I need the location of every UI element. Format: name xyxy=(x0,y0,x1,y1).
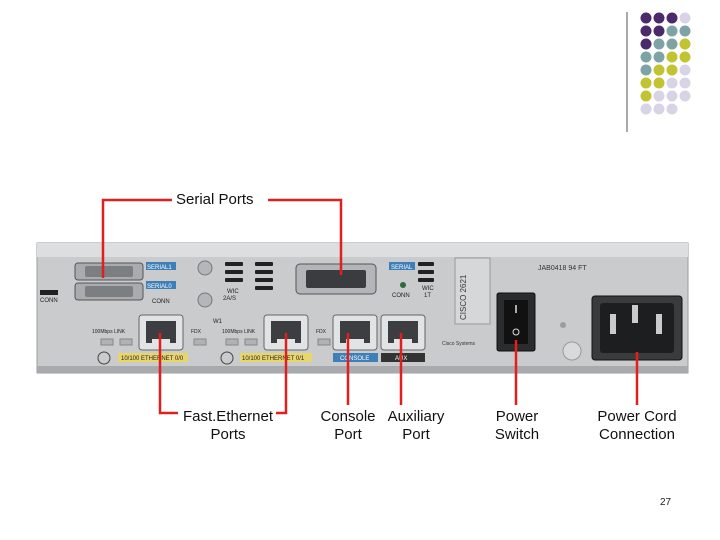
auxiliary-label-line1: Auxiliary xyxy=(387,408,445,425)
decorative-dot xyxy=(666,51,678,63)
console-port-label: Console Port xyxy=(314,408,382,444)
decorative-dot-grid xyxy=(626,12,691,132)
decorative-dot xyxy=(640,38,652,50)
decorative-dot xyxy=(640,90,652,102)
conn-led xyxy=(400,282,406,288)
auxiliary-port-label: Auxiliary Port xyxy=(381,408,451,444)
decorative-dot xyxy=(653,51,665,63)
wic-right-label-2: 1T xyxy=(424,293,431,299)
decorative-dot xyxy=(679,12,691,24)
decorative-dot xyxy=(679,38,691,50)
fe0-fdx-label: FDX xyxy=(191,329,202,335)
decorative-dot xyxy=(666,64,678,76)
serial0-label: SERIAL0 xyxy=(147,284,172,290)
power-switch-label-line1: Power xyxy=(495,408,539,425)
decorative-dot xyxy=(640,64,652,76)
serial1-label: SERIAL1 xyxy=(147,265,172,271)
fe1-link-label: 100Mbps LINK xyxy=(222,329,256,335)
fe1-name-label: 10/100 ETHERNET 0/1 xyxy=(242,356,305,362)
decorative-dot xyxy=(653,38,665,50)
fastethernet-label-line1: Fast.Ethernet xyxy=(182,408,274,425)
console-label-line2: Port xyxy=(334,426,362,443)
power-cord-label: Power Cord Connection xyxy=(590,408,684,444)
fe0-name-label: 10/100 ETHERNET 0/0 xyxy=(121,356,184,362)
power-switch-label-line2: Switch xyxy=(494,426,540,443)
decorative-dot xyxy=(640,12,652,24)
wic-left-label-2: 2A/S xyxy=(223,296,236,302)
decorative-dot xyxy=(679,90,691,102)
console-name-label: CONSOLE xyxy=(340,356,369,362)
decorative-dot xyxy=(653,90,665,102)
decorative-dot xyxy=(679,51,691,63)
decorative-dot xyxy=(653,64,665,76)
fastethernet-label-line2: Ports xyxy=(210,426,246,443)
brand-label: Cisco Systems xyxy=(442,341,476,347)
decorative-dot xyxy=(640,103,652,115)
decorative-dot xyxy=(666,77,678,89)
decorative-dot xyxy=(666,38,678,50)
serial-number-label: JAB0418 94 FT xyxy=(538,265,587,272)
vent-slots-left xyxy=(225,262,273,290)
decorative-dot xyxy=(679,25,691,37)
decorative-dot xyxy=(666,103,678,115)
serial-right-label: SERIAL xyxy=(391,265,413,271)
decorative-dot xyxy=(653,77,665,89)
conn-mid-label: CONN xyxy=(152,299,170,305)
power-switch-label: Power Switch xyxy=(486,408,548,444)
fe1-fdx-label: FDX xyxy=(316,329,327,335)
decorative-dot xyxy=(640,25,652,37)
fastethernet-ports-label: Fast.Ethernet Ports xyxy=(180,408,276,444)
auxiliary-label-line2: Port xyxy=(402,426,430,443)
decorative-dot xyxy=(640,77,652,89)
callout-lines xyxy=(101,198,639,415)
vent-slots-right xyxy=(418,262,434,282)
decorative-dot xyxy=(679,64,691,76)
power-cord-label-line2: Connection xyxy=(599,426,675,443)
model-label: CISCO 2621 xyxy=(459,274,468,320)
router-top-edge xyxy=(37,243,688,257)
decorative-dot xyxy=(653,12,665,24)
fe0-link-label: 100Mbps LINK xyxy=(92,329,126,335)
decorative-dot xyxy=(666,12,678,24)
decorative-dot xyxy=(679,77,691,89)
wic-left-label-1: WIC xyxy=(227,289,239,295)
conn-left-label: CONN xyxy=(40,298,58,304)
wic-right-label-1: WIC xyxy=(422,286,434,292)
page-number: 27 xyxy=(660,497,672,508)
w1-label: W1 xyxy=(213,319,223,325)
decorative-dot xyxy=(640,51,652,63)
conn-right-label: CONN xyxy=(392,293,410,299)
decorative-dot xyxy=(666,90,678,102)
decorative-dot xyxy=(653,103,665,115)
power-cord-label-line1: Power Cord xyxy=(597,408,677,425)
decorative-dot xyxy=(653,25,665,37)
decorative-dot xyxy=(666,25,678,37)
serial-ports-label: Serial Ports xyxy=(176,191,254,208)
console-label-line1: Console xyxy=(320,408,376,425)
